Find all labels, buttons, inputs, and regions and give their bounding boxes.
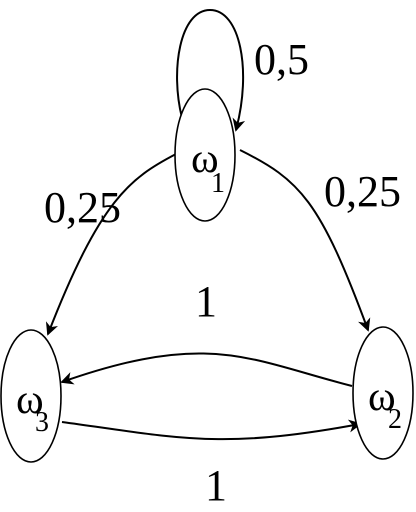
- edge-w3-to-w2: [61, 419, 362, 441]
- edge-w1-self-loop: [176, 8, 246, 132]
- node-w2: ω 2: [352, 326, 414, 460]
- node-w3-subscript: 3: [35, 407, 49, 438]
- node-w1: ω 1: [174, 88, 236, 222]
- edge-label-w1-w2: 0,25: [324, 167, 401, 216]
- node-w2-symbol: ω: [368, 374, 396, 420]
- node-w3-symbol: ω: [16, 377, 44, 423]
- edge-w1-to-w2: [239, 149, 371, 332]
- edge-label-w1-self: 0,5: [254, 35, 309, 84]
- edge-w2-to-w3: [60, 352, 353, 387]
- node-w2-subscript: 2: [388, 404, 402, 435]
- edge-label-w3-w2: 1: [205, 461, 227, 510]
- edge-w1-to-w3: [45, 153, 177, 336]
- node-w1-subscript: 1: [211, 168, 225, 199]
- node-w3: ω 3: [0, 329, 62, 463]
- edge-label-w1-w3: 0,25: [44, 183, 121, 232]
- node-w1-symbol: ω: [191, 136, 219, 182]
- edge-label-w2-w3: 1: [195, 277, 217, 326]
